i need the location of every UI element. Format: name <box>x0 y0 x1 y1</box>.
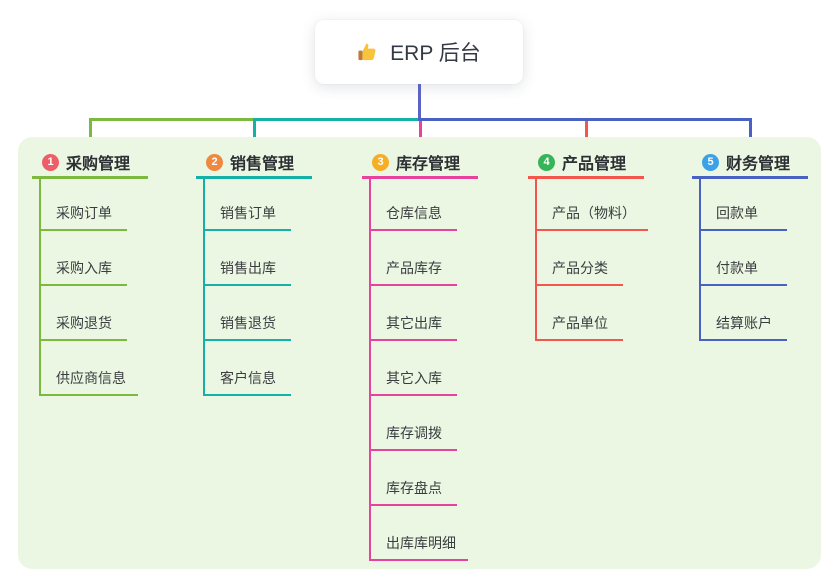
child-label: 销售出库 <box>220 260 276 276</box>
child-node[interactable]: 客户信息 <box>205 341 291 396</box>
child-node[interactable]: 销售出库 <box>205 231 291 286</box>
child-node[interactable]: 出库库明细 <box>371 506 468 561</box>
branch-label: 财务管理 <box>726 156 791 173</box>
branch-column: 5 财务管理 回款单付款单结算账户 <box>692 137 808 341</box>
child-label: 产品单位 <box>552 315 608 331</box>
branch-children: 产品（物料） 产品分类产品单位 <box>535 179 648 341</box>
branch-children: 销售订单销售出库销售退货客户信息 <box>203 179 312 396</box>
branch-number-badge: 3 <box>372 153 389 171</box>
child-label: 付款单 <box>716 260 758 276</box>
connector-line <box>584 118 588 145</box>
connector-line <box>252 118 421 121</box>
child-label: 销售退货 <box>220 315 276 331</box>
child-node[interactable]: 采购退货 <box>41 286 127 341</box>
branch-label: 库存管理 <box>396 156 461 173</box>
child-node[interactable]: 销售订单 <box>205 179 291 231</box>
connector-line <box>88 118 92 145</box>
child-node[interactable]: 其它入库 <box>371 341 457 396</box>
branch-node-5[interactable]: 5 财务管理 <box>692 137 808 179</box>
child-label: 仓库信息 <box>386 205 442 221</box>
branch-column: 3 库存管理 仓库信息产品库存其它出库其它入库库存调拨库存盘点出库库明细 <box>362 137 478 561</box>
branch-children: 仓库信息产品库存其它出库其它入库库存调拨库存盘点出库库明细 <box>369 179 478 561</box>
child-node[interactable]: 库存调拨 <box>371 396 457 451</box>
branch-node-1[interactable]: 1 采购管理 <box>32 137 148 179</box>
child-node[interactable]: 采购入库 <box>41 231 127 286</box>
branch-children: 回款单付款单结算账户 <box>699 179 808 341</box>
child-node[interactable]: 回款单 <box>701 179 787 231</box>
branch-node-3[interactable]: 3 库存管理 <box>362 137 478 179</box>
child-label: 出库库明细 <box>386 535 456 551</box>
child-node[interactable]: 采购订单 <box>41 179 127 231</box>
child-node[interactable]: 供应商信息 <box>41 341 138 396</box>
branch-column: 2 销售管理 销售订单销售出库销售退货客户信息 <box>196 137 312 396</box>
child-node[interactable]: 产品单位 <box>537 286 623 341</box>
child-label: 销售订单 <box>220 205 276 221</box>
child-node[interactable]: 结算账户 <box>701 286 787 341</box>
child-label: 其它入库 <box>386 370 442 386</box>
child-label: 回款单 <box>716 205 758 221</box>
connector-line <box>748 118 752 145</box>
branch-node-2[interactable]: 2 销售管理 <box>196 137 312 179</box>
branch-label: 销售管理 <box>230 156 295 173</box>
child-label: 客户信息 <box>220 370 276 386</box>
branch-number-badge: 5 <box>702 153 719 171</box>
child-label: 采购入库 <box>56 260 112 276</box>
child-node[interactable]: 其它出库 <box>371 286 457 341</box>
child-node[interactable]: 付款单 <box>701 231 787 286</box>
child-label: 产品（物料） <box>552 205 636 221</box>
child-node[interactable]: 产品库存 <box>371 231 457 286</box>
branches-panel: 1 采购管理 采购订单采购入库采购退货供应商信息 2 销售管理 销售订单销售出库… <box>18 137 821 569</box>
child-label: 产品库存 <box>386 260 442 276</box>
child-node[interactable]: 销售退货 <box>205 286 291 341</box>
connector-line <box>252 118 256 145</box>
branch-number-badge: 1 <box>42 153 59 171</box>
thumbs-up-icon <box>357 41 380 64</box>
child-node[interactable]: 仓库信息 <box>371 179 457 231</box>
child-label: 产品分类 <box>552 260 608 276</box>
branch-column: 1 采购管理 采购订单采购入库采购退货供应商信息 <box>32 137 148 396</box>
child-label: 供应商信息 <box>56 370 126 386</box>
root-node[interactable]: ERP 后台 <box>315 20 523 84</box>
child-label: 结算账户 <box>716 315 772 331</box>
connector-line <box>417 84 421 121</box>
child-label: 采购订单 <box>56 205 112 221</box>
branch-number-badge: 4 <box>538 153 555 171</box>
child-label: 其它出库 <box>386 315 442 331</box>
root-label: ERP 后台 <box>390 42 481 65</box>
connector-line <box>418 118 422 145</box>
child-label: 采购退货 <box>56 315 112 331</box>
branch-column: 4 产品管理 产品（物料） 产品分类产品单位 <box>528 137 648 341</box>
branch-label: 采购管理 <box>66 156 131 173</box>
branch-node-4[interactable]: 4 产品管理 <box>528 137 644 179</box>
child-node[interactable]: 产品分类 <box>537 231 623 286</box>
branch-number-badge: 2 <box>206 153 223 171</box>
connector-line <box>417 118 752 121</box>
child-label: 库存盘点 <box>386 480 442 496</box>
child-label: 库存调拨 <box>386 425 442 441</box>
child-node[interactable]: 库存盘点 <box>371 451 457 506</box>
child-node[interactable]: 产品（物料） <box>537 179 648 231</box>
branch-label: 产品管理 <box>562 156 627 173</box>
branch-children: 采购订单采购入库采购退货供应商信息 <box>39 179 148 396</box>
